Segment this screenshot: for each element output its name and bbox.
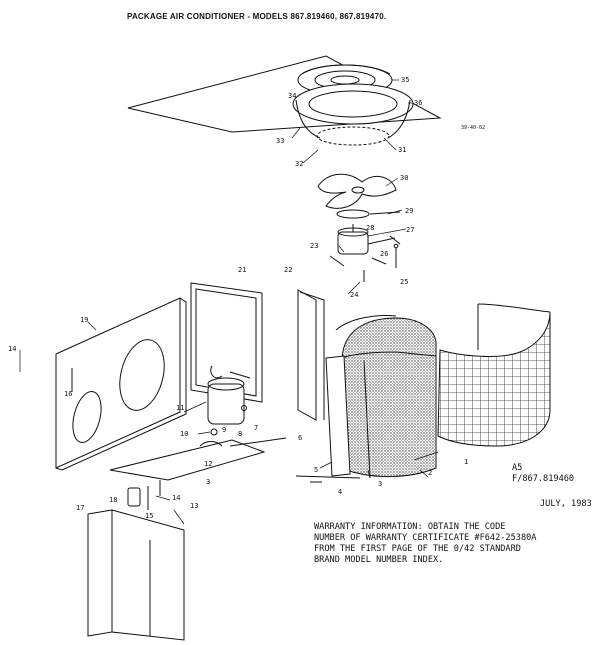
- warranty-note: WARRANTY INFORMATION: OBTAIN THE CODE NU…: [314, 522, 536, 566]
- callout-14-left: 14: [8, 345, 16, 353]
- reference-line-1: A5: [512, 463, 523, 473]
- fan-orifice-ring: [292, 83, 414, 146]
- callout-26: 26: [380, 250, 388, 258]
- callout-10: 10: [180, 430, 188, 438]
- fan-motor: [329, 224, 401, 267]
- callout-24: 24: [350, 291, 358, 299]
- callout-21: 21: [238, 266, 246, 274]
- callout-8: 8: [238, 430, 242, 438]
- callout-9: 9: [222, 426, 226, 434]
- warranty-line-1: WARRANTY INFORMATION: OBTAIN THE CODE: [314, 522, 506, 532]
- callout-7: 7: [254, 424, 258, 432]
- fan-blade: [317, 173, 397, 209]
- condenser-coil: [335, 315, 437, 477]
- warranty-line-3: FROM THE FIRST PAGE OF THE 0/42 STANDARD: [314, 544, 521, 554]
- drawing-title: PACKAGE AIR CONDITIONER - MODELS 867.819…: [127, 12, 387, 21]
- corner-panel: [87, 509, 185, 641]
- callout-17: 17: [76, 504, 84, 512]
- callout-27: 27: [406, 226, 414, 234]
- callout-32: 32: [295, 160, 303, 168]
- callout-33: 33: [276, 137, 284, 145]
- callout-labels: 1 2 3 3 4 5 6 7 8 9 10 11 12 13 14 14 15…: [8, 76, 468, 520]
- callout-30: 30: [400, 174, 408, 182]
- callout-13: 13: [190, 502, 198, 510]
- callout-22: 22: [284, 266, 292, 274]
- coil-guard: [437, 303, 551, 447]
- divider-panel: [297, 289, 325, 421]
- base-pan: [109, 437, 361, 483]
- callout-29: 29: [405, 207, 413, 215]
- drawing-date: JULY, 1983: [540, 499, 592, 509]
- warranty-line-4: BRAND MODEL NUMBER INDEX.: [314, 555, 444, 565]
- callout-6: 6: [298, 434, 302, 442]
- callout-5: 5: [314, 466, 318, 474]
- callout-19: 19: [80, 316, 88, 324]
- callout-2: 2: [428, 469, 432, 477]
- drawing-code: 39-40-02: [461, 125, 486, 131]
- callout-18: 18: [109, 496, 117, 504]
- callout-3-base: 3: [206, 478, 210, 486]
- fasteners: [71, 368, 247, 447]
- fan-hub: [336, 209, 401, 219]
- warranty-line-2: NUMBER OF WARRANTY CERTIFICATE #F642-253…: [314, 533, 537, 543]
- capacitor: [127, 480, 161, 510]
- callout-28: 28: [366, 224, 374, 232]
- callout-31: 31: [398, 146, 406, 154]
- callout-11: 11: [176, 404, 184, 412]
- callout-34: 34: [288, 92, 296, 100]
- leader-lines: [19, 79, 439, 525]
- callout-35: 35: [401, 76, 409, 84]
- callout-14-base: 14: [172, 494, 180, 502]
- reference-block: A5 F/867.819460: [512, 463, 574, 485]
- callout-15: 15: [145, 512, 153, 520]
- reference-line-2: F/867.819460: [512, 474, 575, 484]
- callout-12: 12: [204, 460, 212, 468]
- callout-1: 1: [464, 458, 468, 466]
- coil-end-plate: [325, 355, 371, 479]
- side-panel: [55, 297, 187, 471]
- callout-4: 4: [338, 488, 342, 496]
- mounting-bolts: [363, 243, 399, 282]
- callout-23: 23: [310, 242, 318, 250]
- callout-25: 25: [400, 278, 408, 286]
- callout-36: 36: [414, 99, 422, 107]
- callout-16: 16: [64, 390, 72, 398]
- compressor: [207, 365, 251, 425]
- callout-3: 3: [378, 480, 382, 488]
- control-panel: [190, 282, 263, 403]
